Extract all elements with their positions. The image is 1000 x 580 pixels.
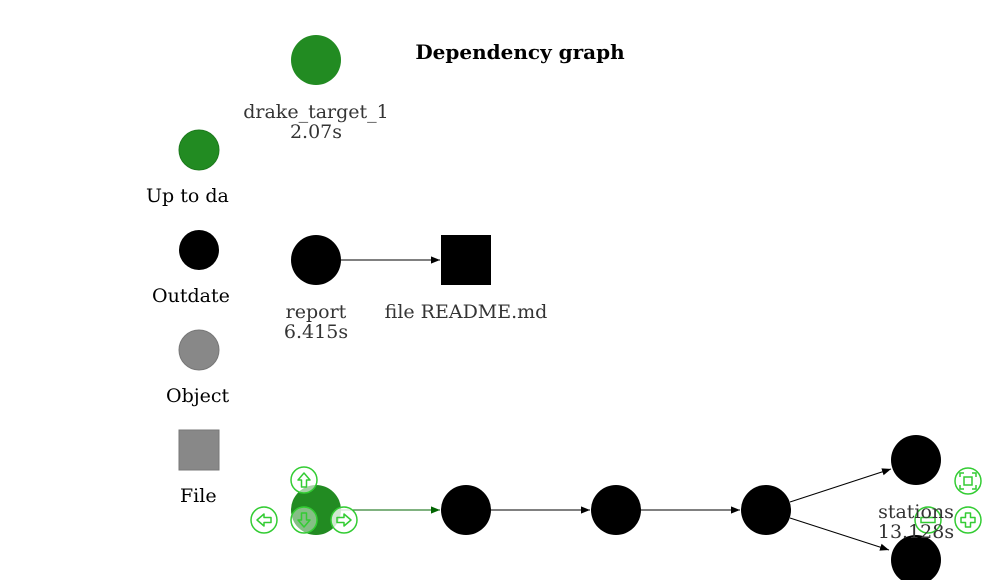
node-stations-name: stations	[878, 501, 954, 523]
node-stations-label: stations 13.128s	[856, 502, 976, 542]
node-selected[interactable]	[291, 485, 341, 535]
legend-object-dot	[178, 329, 220, 371]
node-readme-label: file README.md	[366, 302, 566, 322]
node-stations[interactable]	[891, 435, 941, 485]
graph-title: Dependency graph	[415, 40, 625, 64]
legend-up-to-date-dot	[178, 129, 220, 171]
node-c[interactable]	[741, 485, 791, 535]
edge-node-c-node-e	[789, 517, 890, 551]
node-e[interactable]	[891, 535, 941, 580]
node-report-name: report	[285, 301, 347, 323]
legend-outdated-dot	[179, 230, 219, 270]
legend-object-label: Object	[166, 385, 230, 407]
node-drake-target-1-time: 2.07s	[289, 121, 343, 143]
left-arrow-icon	[256, 513, 272, 527]
node-stations-time: 13.128s	[877, 521, 955, 543]
nav-left-button[interactable]	[250, 506, 278, 534]
nav-right-button[interactable]	[330, 506, 358, 534]
node-readme-name: file README.md	[384, 301, 548, 323]
legend-outdated-label: Outdate	[152, 285, 230, 307]
node-report[interactable]	[291, 235, 341, 285]
node-readme-file[interactable]	[441, 235, 491, 285]
node-a[interactable]	[441, 485, 491, 535]
up-arrow-icon	[297, 472, 311, 488]
zoom-extent-icon	[959, 472, 977, 490]
right-arrow-icon	[336, 513, 352, 527]
node-report-time: 6.415s	[283, 321, 349, 343]
node-drake-target-1[interactable]	[291, 35, 341, 85]
legend-up-to-date-label: Up to da	[146, 185, 229, 207]
down-arrow-icon	[297, 512, 311, 528]
zoom-out-button[interactable]	[914, 506, 942, 534]
zoom-in-button[interactable]	[954, 506, 982, 534]
legend-file-square	[178, 429, 220, 471]
zoom-in-icon	[960, 512, 976, 528]
zoom-extent-button[interactable]	[954, 467, 982, 495]
node-drake-target-1-label: drake_target_1 2.07s	[216, 102, 416, 142]
nav-up-button[interactable]	[290, 466, 318, 494]
zoom-out-icon	[920, 516, 936, 524]
edge-node-c-stations	[789, 468, 892, 503]
node-report-label: report 6.415s	[216, 302, 416, 342]
nav-down-button[interactable]	[290, 506, 318, 534]
node-b[interactable]	[591, 485, 641, 535]
legend-file-label: File	[180, 485, 217, 507]
node-drake-target-1-name: drake_target_1	[243, 101, 389, 123]
